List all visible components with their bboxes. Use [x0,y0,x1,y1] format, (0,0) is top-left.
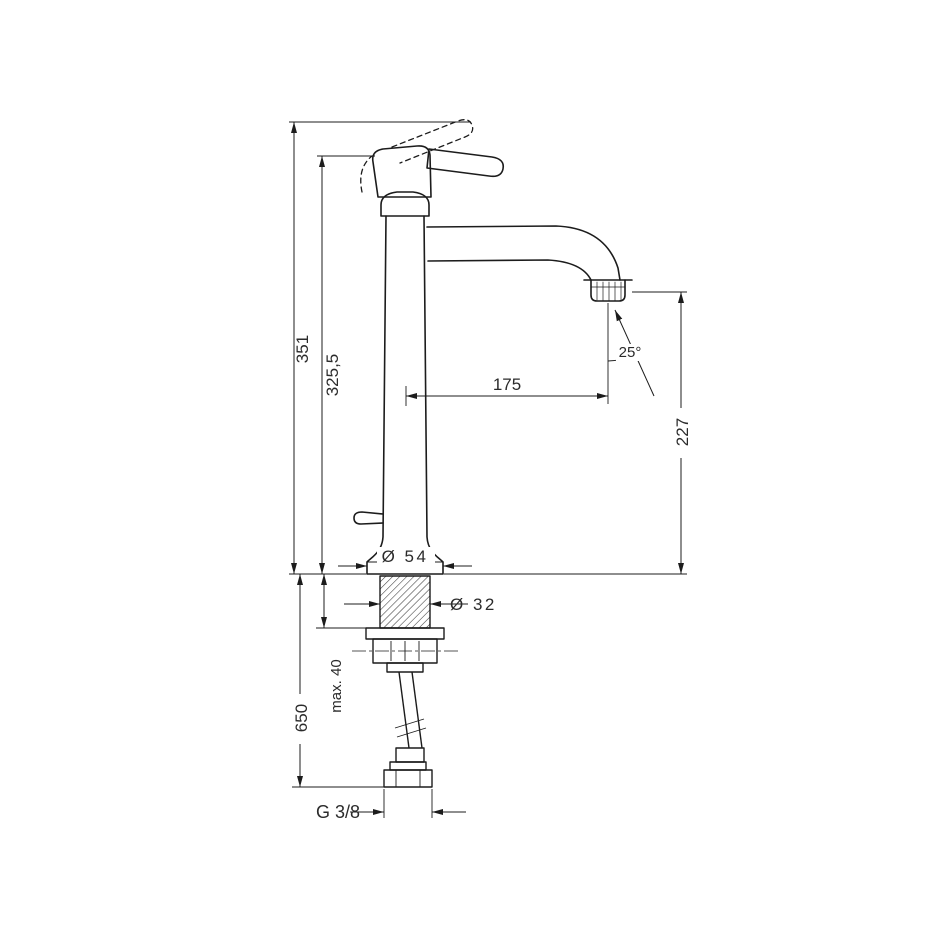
spout-height-dimension-label: 227 [673,418,692,446]
mounting-washer [365,627,445,640]
popup-rod-knob [353,511,384,525]
aerator-hatch [590,281,626,302]
aerator [590,279,626,302]
nut-step [386,662,424,673]
fitting-facets [395,770,421,787]
faucet-handle-hub [371,145,432,198]
faucet-drawing [353,119,633,575]
faucet-hub-alternate-dashed [360,155,373,193]
faucet-lever-raised-dashed [391,119,474,164]
mounting-hardware [352,575,458,788]
hose-collar [395,747,425,763]
threaded-shank [379,575,431,629]
faucet-spout-bottom-edge [427,259,592,281]
overall-height-dimension-label: 351 [293,335,312,363]
label-backgrounds [291,344,691,744]
spray-angle-dimension-label: 25° [619,344,642,361]
faucet-dome-cap [380,191,430,217]
faucet-spout-top-edge [426,225,621,281]
fitting-flange [389,761,427,771]
thread-size-dimension-label: G 3/8 [316,802,360,822]
connection-length-dimension-label: 650 [292,704,311,732]
supply-hose-left [398,671,410,749]
connection-fitting [383,769,433,788]
faucet-body [366,215,444,575]
dimension-lines [291,122,684,815]
shank-diameter-dimension-label: Ø 32 [450,595,497,614]
base-diameter-dimension-label: Ø 54 [382,547,429,566]
handle-height-dimension-label: 325,5 [323,354,342,397]
faucet-lever [426,148,505,178]
supply-hose-right [411,671,423,749]
max-thickness-dimension-label: max. 40 [328,659,345,712]
spout-reach-dimension-label: 175 [493,375,521,394]
hose-break-marks [394,718,427,738]
